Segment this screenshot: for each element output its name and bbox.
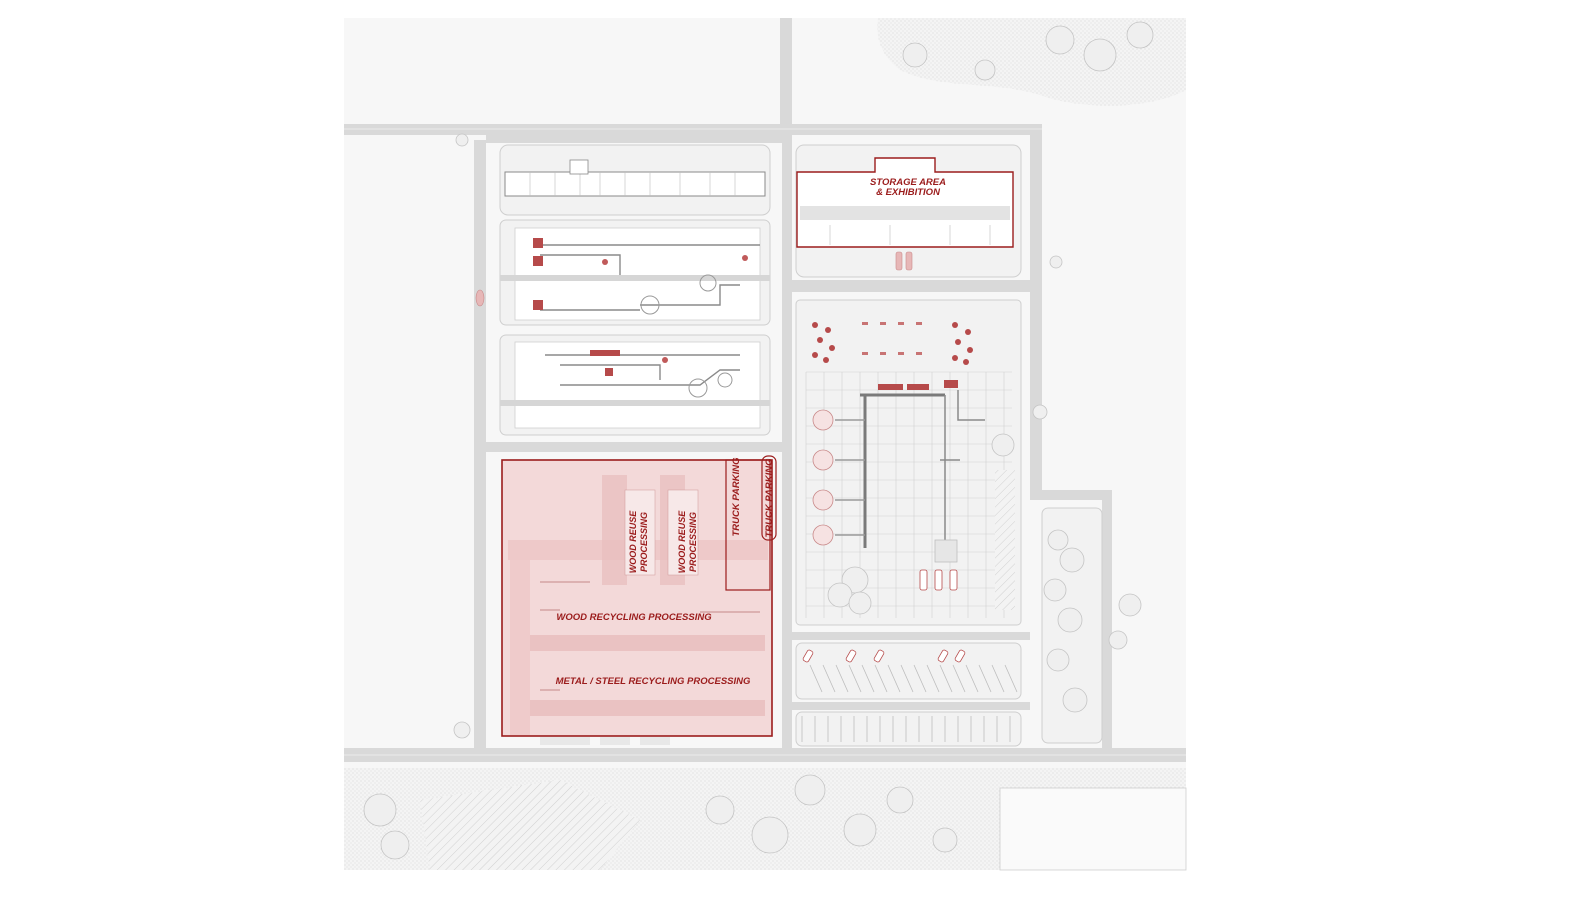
parking-stall-line [848, 664, 862, 693]
wood-reuse-label-1-line2: PROCESSING [639, 512, 649, 572]
office-block [499, 144, 771, 216]
parking-stall-line [809, 664, 823, 693]
storage-exhibition-block [795, 144, 1022, 278]
trees-top-right [902, 21, 1154, 81]
parking-stall-line [900, 664, 914, 693]
production-yard [795, 299, 1022, 626]
truck-parking-label-2: TRUCK PARKING [764, 458, 775, 538]
parking-stall-line [978, 664, 992, 693]
parking-lot-1 [795, 642, 1022, 700]
recycling-zone [501, 455, 777, 737]
yard-conveyors [835, 380, 985, 563]
wood-reuse-label-2-line2: PROCESSING [688, 512, 698, 572]
parking-stall-line [926, 664, 940, 693]
parking-stall-line [952, 664, 966, 693]
metal-recycling-label: METAL / STEEL RECYCLING PROCESSING [556, 676, 751, 687]
parking-stall-line [991, 664, 1005, 693]
hatched-terrain [420, 780, 640, 870]
yard-hatched-strip [995, 470, 1015, 610]
parking-stall-line [965, 664, 979, 693]
parking-stall-line [913, 664, 927, 693]
open-lot-bottom-right [999, 787, 1187, 871]
woodland-top-right [877, 18, 1186, 106]
zone-pads [540, 737, 670, 745]
wood-reuse-label-2-line1: WOOD REUSE [677, 510, 687, 574]
yard-clusters [812, 322, 973, 365]
yard-trees [812, 409, 872, 615]
parking-stall-line [939, 664, 953, 693]
trucks [919, 569, 958, 591]
trees-bottom [363, 774, 958, 860]
processing-block-1 [499, 219, 771, 326]
parking-stall-line [874, 664, 888, 693]
parking-stall-line [887, 664, 901, 693]
truck-parking-label-1: TRUCK PARKING [731, 457, 742, 537]
right-green-strip [991, 255, 1142, 744]
storage-area-label-line2: & EXHIBITION [876, 187, 941, 198]
parking-lot-2 [795, 711, 1022, 747]
parking-stall-line [861, 664, 875, 693]
parking-stall-line [835, 664, 849, 693]
wood-reuse-label-1-line1: WOOD REUSE [628, 510, 638, 574]
processing-block-2 [499, 334, 771, 436]
parking-stall-line [822, 664, 836, 693]
storage-area-label-line1: STORAGE AREA [870, 177, 946, 188]
wood-recycling-label: WOOD RECYCLING PROCESSING [556, 612, 712, 623]
parking-stall-line [1004, 664, 1018, 693]
trees-left [453, 133, 485, 739]
